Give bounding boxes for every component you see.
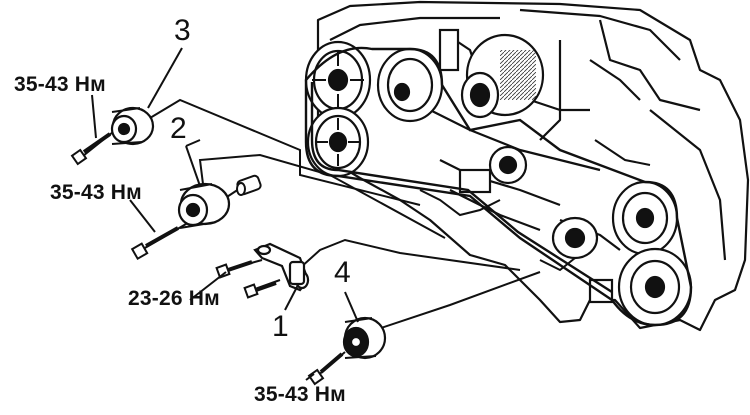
pointer-4 — [344, 291, 359, 323]
crankshaft-pulley — [617, 247, 693, 327]
torque-label-part-4: 35-43 Нм — [254, 383, 346, 406]
lower-left-pulley — [306, 106, 370, 178]
torque-pointer-4 — [305, 373, 315, 381]
center-idler — [458, 145, 528, 194]
leader-part-4 — [359, 271, 541, 336]
part-4-idler-pulley — [342, 316, 387, 360]
callout-4: 4 — [334, 256, 351, 289]
torque-pointer-3 — [91, 94, 97, 139]
leader-part-2 — [198, 153, 446, 239]
leader-part-3 — [149, 98, 421, 206]
torque-pointer-1 — [189, 271, 227, 301]
tensioner-body — [551, 216, 614, 304]
upper-left-pulley — [304, 40, 372, 120]
drive-belt — [304, 46, 693, 327]
part-3-bolt — [70, 132, 112, 166]
pointer-2a — [185, 145, 201, 187]
part-2-bolt — [130, 226, 179, 261]
callout-2: 2 — [170, 112, 187, 145]
part-1-bolts — [215, 260, 277, 299]
callout-1: 1 — [272, 310, 289, 343]
torque-label-part-2: 35-43 Нм — [50, 181, 142, 204]
torque-label-part-1: 23-26 Нм — [128, 287, 220, 310]
part-2-spacer — [236, 174, 262, 196]
callout-pointers — [91, 47, 359, 381]
callout-3: 3 — [174, 14, 191, 47]
alternator — [438, 28, 545, 119]
engine-brackets — [419, 139, 651, 272]
part-1-bracket — [253, 242, 310, 292]
center-pulley — [376, 47, 444, 123]
pointer-1 — [284, 284, 299, 311]
right-upper-pulley — [611, 180, 679, 256]
torque-pointer-2 — [129, 199, 156, 233]
part-4-bolt — [307, 352, 344, 386]
part-3-idler-pulley — [110, 106, 155, 146]
leader-part-1 — [299, 238, 521, 271]
part-2-idler-pulley — [177, 182, 231, 229]
pointer-3 — [147, 47, 183, 109]
torque-label-part-3: 35-43 Нм — [14, 73, 106, 96]
pointer-2b — [185, 139, 201, 147]
